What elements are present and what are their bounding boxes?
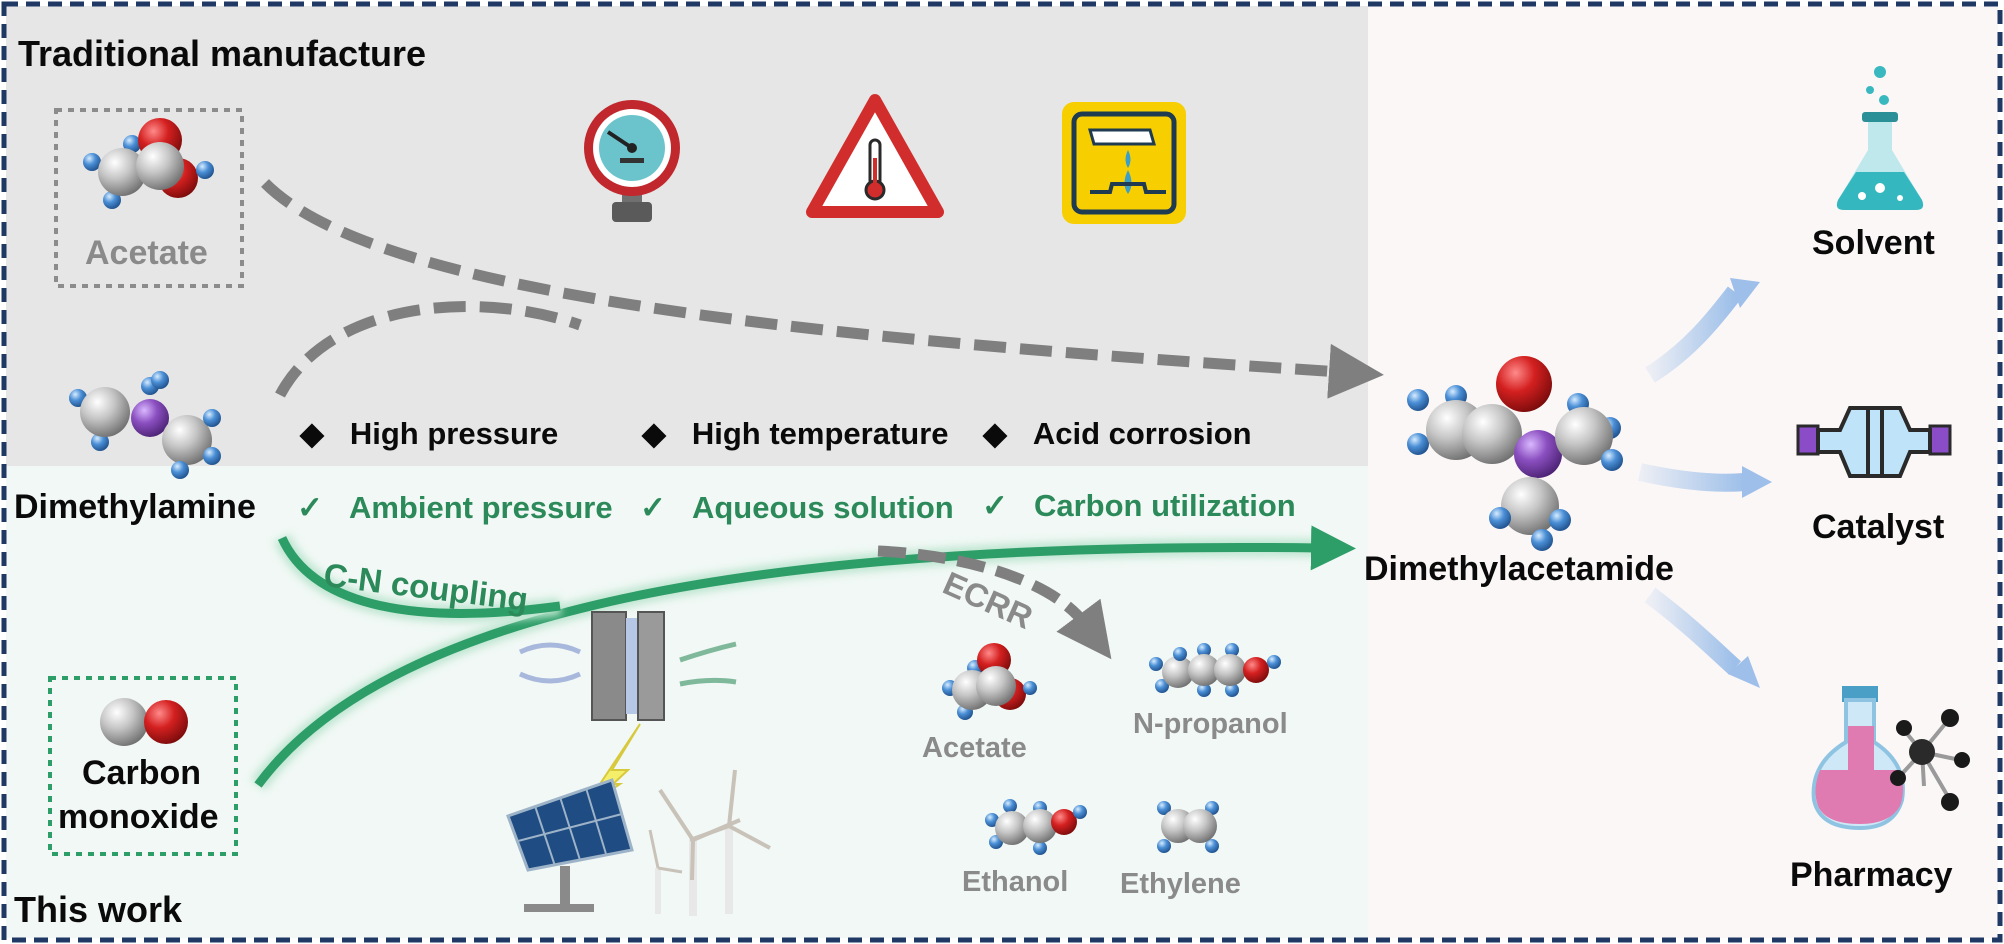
dimethylamine-molecule — [69, 371, 221, 479]
diamond-bullet: ◆ — [983, 416, 1007, 451]
condition-high-pressure: ◆High pressure — [300, 416, 559, 451]
pressure-gauge-icon — [584, 100, 680, 222]
solar-panel-icon — [506, 778, 634, 912]
traditional-panel — [6, 6, 1368, 466]
pharmacy-flask-icon — [1811, 686, 1970, 831]
carbon-monoxide-molecule — [100, 698, 188, 746]
diamond-bullet: ◆ — [300, 416, 324, 451]
ecrr-ethanol-molecule — [985, 799, 1087, 855]
electrolyzer-icon — [518, 611, 737, 721]
ecrr-product-acetate: Acetate — [922, 732, 1027, 764]
condition-ambient-pressure: ✓Ambient pressure — [297, 490, 613, 525]
ecrr-arrow — [877, 545, 1112, 660]
ecrr-product-n-propanol: N-propanol — [1133, 708, 1288, 740]
ecrr-n-propanol-molecule — [1149, 643, 1281, 697]
arrow-to-catalyst — [1742, 466, 1772, 498]
application-pharmacy: Pharmacy — [1790, 856, 1953, 894]
acetate-to-product-arrow — [261, 179, 1384, 399]
ecrr-product-ethylene: Ethylene — [1120, 868, 1241, 900]
application-catalyst: Catalyst — [1812, 508, 1945, 546]
dimethylamine-coupling-arrow — [277, 536, 561, 618]
condition-carbon-utilization: ✓Carbon utilization — [982, 488, 1296, 523]
application-solvent: Solvent — [1812, 224, 1935, 262]
traditional-manufacture-title: Traditional manufacture — [18, 33, 427, 74]
dimethylamine-dashed-arrow — [275, 301, 582, 398]
arrow-to-solvent — [1730, 278, 1760, 308]
arrow-to-pharmacy — [1728, 656, 1760, 688]
check-icon: ✓ — [640, 490, 666, 525]
flask-icon — [1836, 66, 1924, 210]
dimethylacetamide-label: Dimethylacetamide — [1364, 550, 1674, 588]
carbon-monoxide-label-line2: monoxide — [58, 798, 219, 836]
carbon-monoxide-box — [48, 676, 238, 856]
dimethylamine-label: Dimethylamine — [14, 488, 256, 526]
acetate-box — [54, 108, 244, 288]
condition-acid-corrosion: ◆Acid corrosion — [983, 416, 1252, 451]
carbon-monoxide-label-line1: Carbon — [82, 754, 201, 792]
check-icon: ✓ — [297, 490, 323, 525]
co-to-product-arrow — [254, 525, 1356, 788]
condition-high-temperature: ◆High temperature — [642, 416, 949, 451]
wind-turbine-icon — [648, 769, 771, 916]
ecrr-acetate-molecule — [942, 643, 1037, 720]
ecrr-product-ethanol: Ethanol — [962, 866, 1069, 898]
ecrr-ethylene-molecule — [1157, 801, 1219, 853]
dimethylacetamide-molecule — [1407, 356, 1623, 551]
acetate-molecule — [83, 118, 214, 209]
acetate-label: Acetate — [85, 234, 208, 272]
corrosive-hazard-icon — [1062, 102, 1186, 224]
this-work-title: This work — [14, 889, 183, 930]
check-icon: ✓ — [982, 488, 1008, 523]
catalyst-reactor-icon — [1796, 406, 1952, 478]
diamond-bullet: ◆ — [642, 416, 666, 451]
condition-aqueous-solution: ✓Aqueous solution — [640, 490, 954, 525]
high-temperature-warning-icon — [806, 94, 944, 218]
